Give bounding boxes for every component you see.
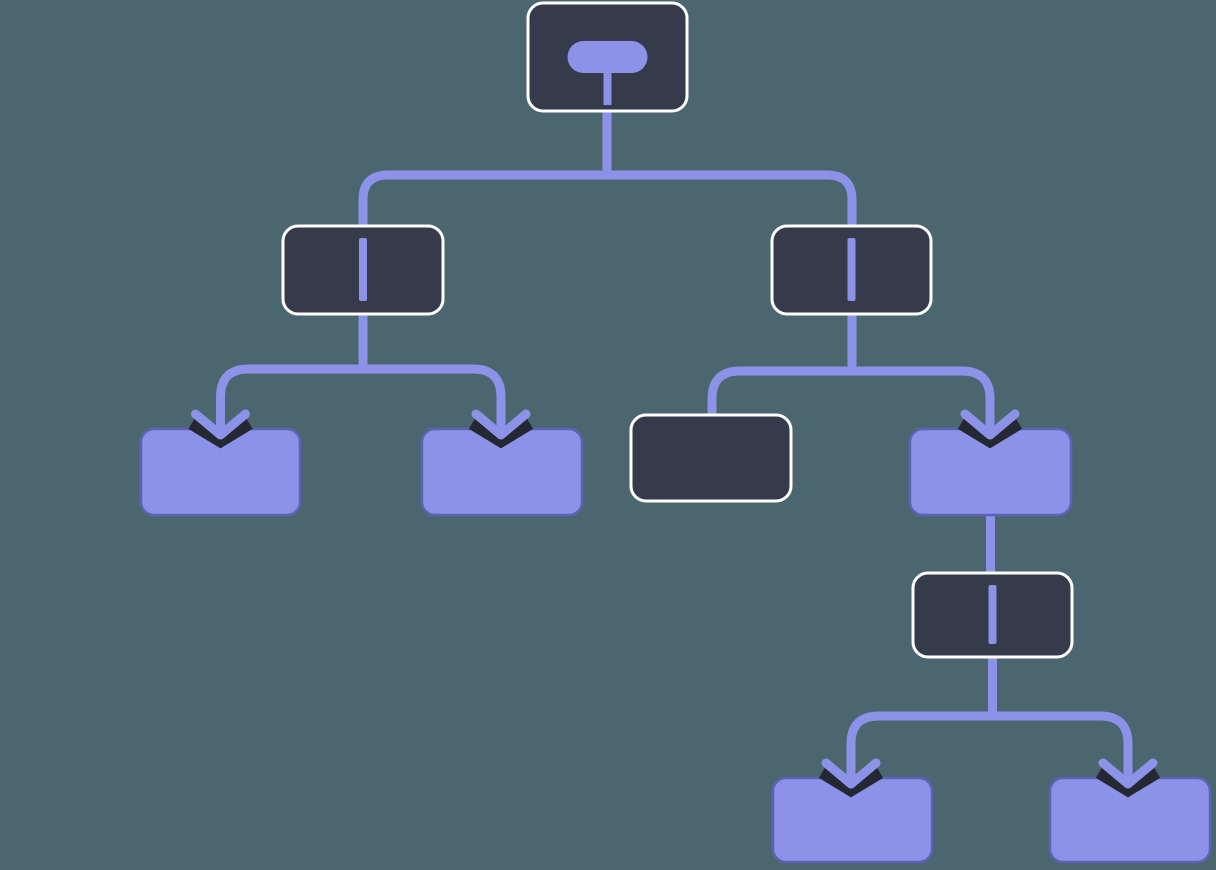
tree-node-card-dark — [629, 413, 793, 503]
slot-line-icon — [847, 238, 856, 301]
root-pill-icon — [567, 41, 648, 73]
connector-level1-bar — [358, 170, 857, 226]
chevron-down-accent-icon — [471, 409, 531, 440]
slot-line-icon — [359, 238, 367, 301]
chevron-down-accent-icon — [1098, 758, 1158, 789]
chevron-down-accent-icon — [821, 758, 881, 789]
connector-branch-left-bar — [216, 364, 506, 415]
connector-branch-right-bar — [707, 366, 995, 417]
chevron-down-accent-icon — [191, 409, 250, 440]
chevron-down-accent-icon — [960, 409, 1020, 440]
slot-line-icon — [988, 585, 997, 644]
root-pill-stem-icon — [603, 71, 612, 105]
connector-branch-bottom-bar — [846, 711, 1133, 764]
